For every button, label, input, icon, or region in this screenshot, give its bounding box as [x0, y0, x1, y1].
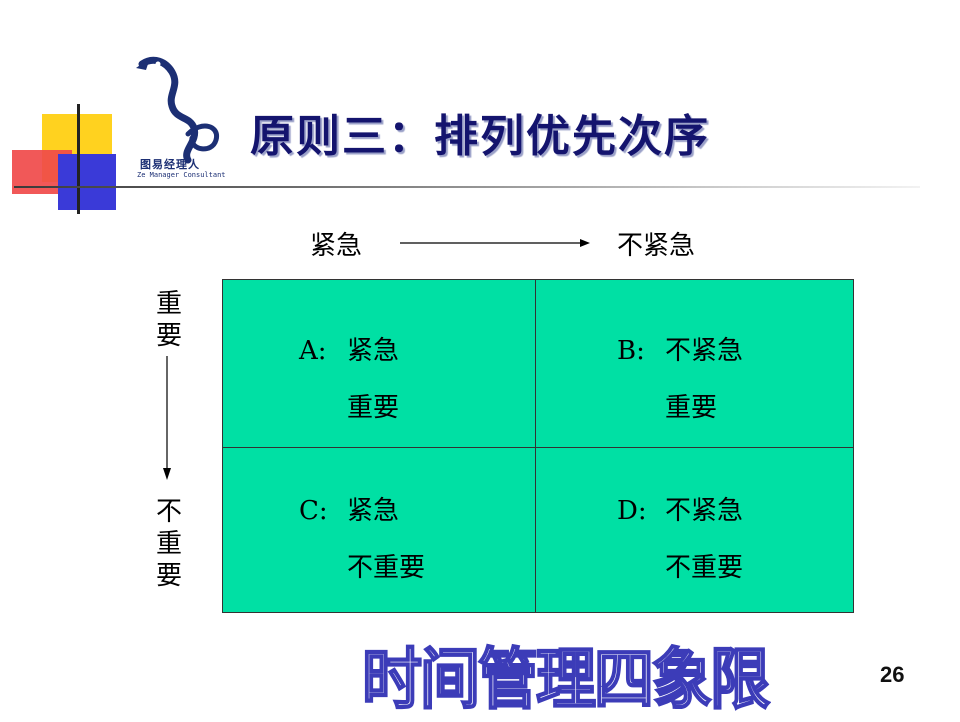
quadrant-c: C: 紧急 不重要 — [299, 490, 425, 584]
quadrant-matrix: A: 紧急 重要 B: 不紧急 重要 C: 紧急 不重要 D: 不紧急 不重要 — [222, 279, 854, 613]
decor-vertical-line — [77, 104, 80, 214]
title-underline — [14, 186, 920, 188]
quadrant-a: A: 紧急 重要 — [299, 330, 399, 424]
quadrant-line2: 不重要 — [665, 553, 744, 583]
logo-chinese-name: 图易经理人 — [140, 158, 200, 171]
slide-title: 原则三：排列优先次序 — [250, 111, 710, 162]
quadrant-letter: D: — [617, 496, 647, 526]
quadrant-b: B: 不紧急 重要 — [617, 330, 743, 424]
axis-important-label: 重要 — [155, 289, 182, 351]
right-arrow-icon — [400, 239, 590, 247]
quadrant-line1: 不紧急 — [665, 496, 744, 526]
quadrant-letter: C: — [299, 496, 328, 526]
quadrant-line2: 重要 — [665, 393, 718, 423]
quadrant-d: D: 不紧急 不重要 — [617, 490, 743, 584]
matrix-vertical-divider — [535, 280, 536, 612]
axis-urgent-label: 紧急 — [310, 231, 363, 261]
quadrant-line1: 紧急 — [347, 336, 400, 366]
matrix-caption: 时间管理四象限 — [361, 640, 771, 719]
quadrant-line2: 重要 — [347, 393, 400, 423]
page-number: 26 — [880, 662, 905, 687]
quadrant-letter: B: — [617, 336, 645, 366]
decor-blue-square — [58, 154, 116, 210]
logo-english-name: Ze Manager Consultant — [137, 171, 226, 179]
quadrant-line1: 紧急 — [347, 496, 400, 526]
quadrant-letter: A: — [299, 336, 327, 366]
axis-not-urgent-label: 不紧急 — [617, 231, 696, 261]
down-arrow-icon — [163, 356, 171, 480]
dragon-logo-icon — [136, 56, 220, 164]
axis-not-important-label: 不重要 — [155, 497, 182, 591]
quadrant-line2: 不重要 — [347, 553, 426, 583]
matrix-horizontal-divider — [223, 447, 853, 448]
quadrant-line1: 不紧急 — [665, 336, 744, 366]
